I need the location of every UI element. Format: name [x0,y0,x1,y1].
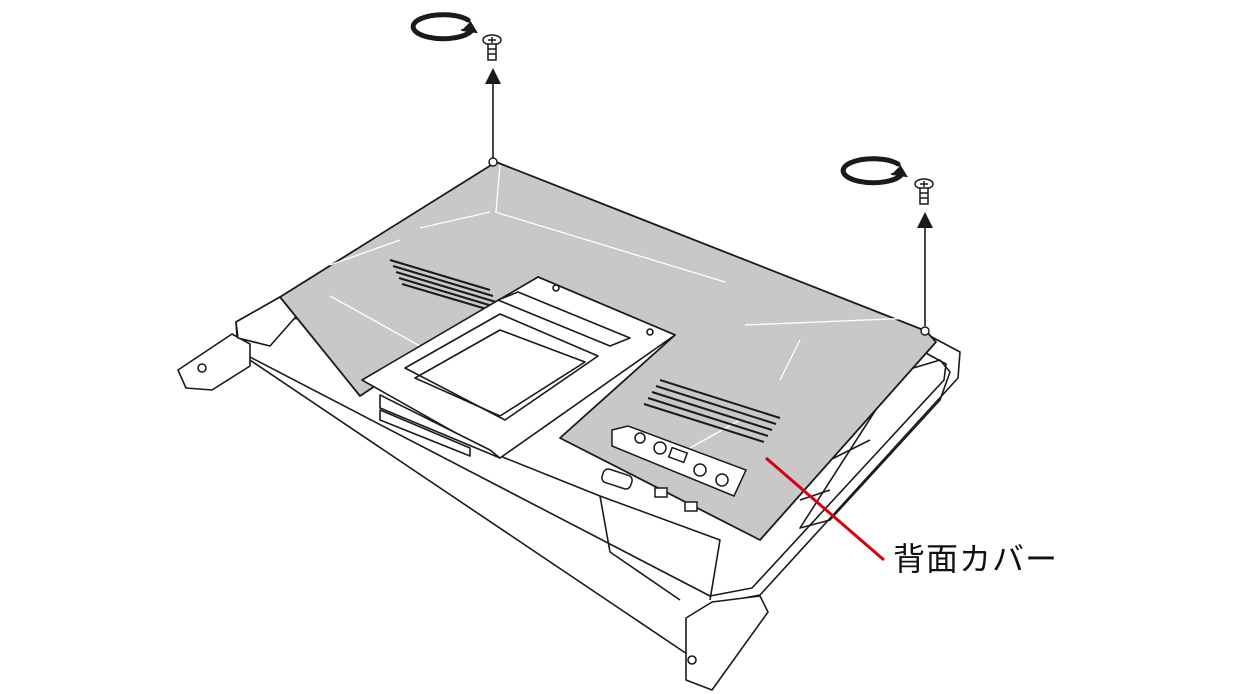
screw-icon [482,34,502,61]
left-screw-removal [410,12,502,167]
right-screw-removal [840,156,934,336]
stand-hinge-plate [361,276,676,459]
back-cover-label: 背面カバー [893,540,1059,578]
connector-ports [601,425,748,512]
rotate-counterclockwise-icon [840,156,908,186]
callout-leader-line [765,456,885,562]
rotate-counterclockwise-icon [410,12,478,42]
screw-icon [914,178,934,205]
